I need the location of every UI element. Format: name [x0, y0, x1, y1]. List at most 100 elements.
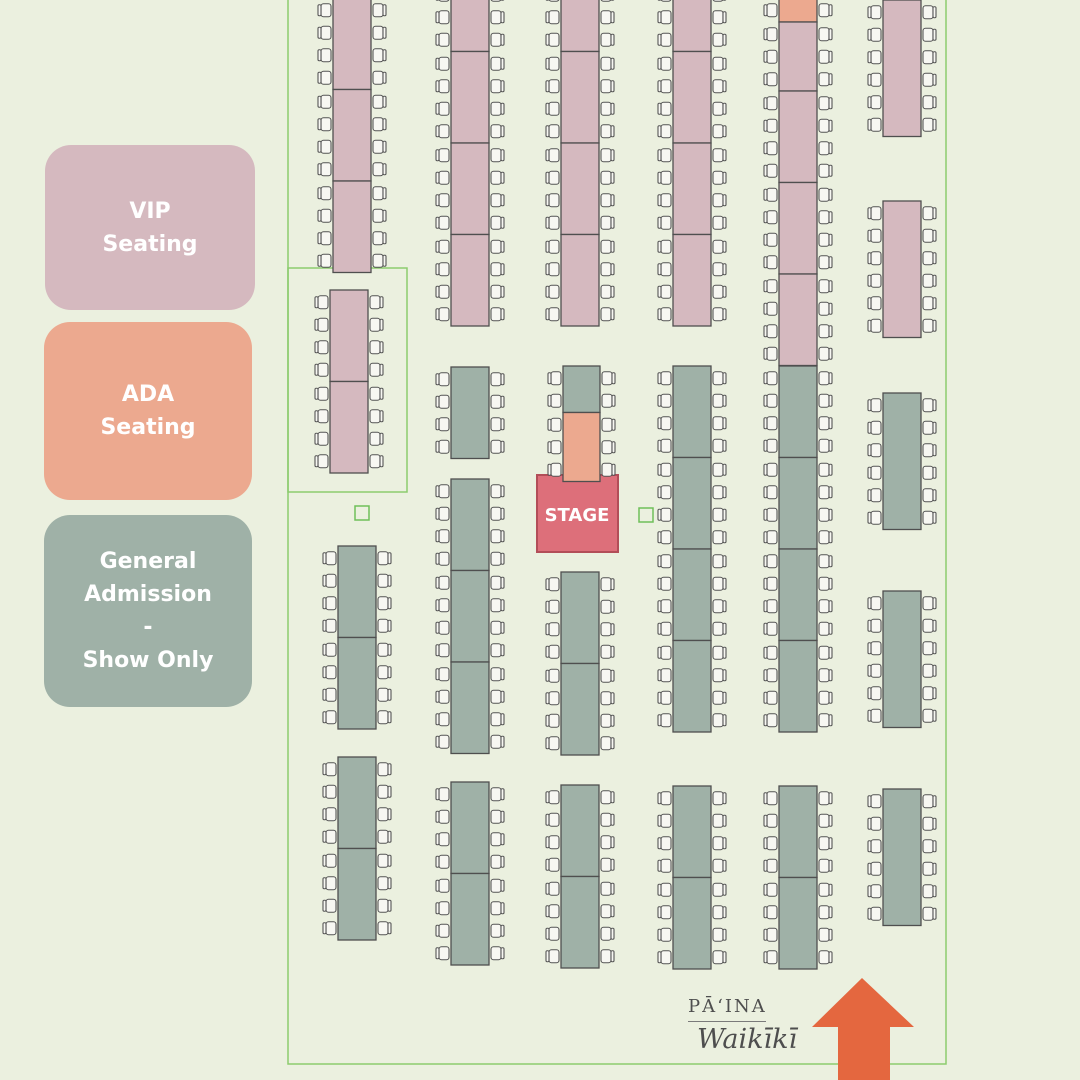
chair-icon — [600, 644, 615, 659]
chair-icon — [322, 687, 337, 702]
chair-icon — [490, 79, 505, 94]
chair-icon — [600, 949, 615, 964]
chair-back — [657, 714, 662, 727]
chair-back — [657, 600, 662, 613]
chair-icon — [763, 232, 778, 247]
chair-icon — [867, 273, 882, 288]
table-vip — [332, 88, 372, 182]
chair-icon — [435, 0, 450, 2]
chair-back — [435, 240, 440, 253]
chair-back — [435, 713, 440, 726]
chair-back — [500, 924, 505, 937]
chair-icon — [369, 431, 384, 446]
chair-icon — [600, 215, 615, 230]
chair-icon — [818, 645, 833, 660]
chair-back — [828, 4, 833, 17]
chair-back — [500, 788, 505, 801]
chair-seat — [548, 193, 560, 208]
chair-seat — [438, 529, 450, 544]
chair-icon — [818, 346, 833, 361]
chair-back — [435, 285, 440, 298]
chair-icon — [600, 790, 615, 805]
chair-back — [547, 394, 552, 407]
chair-icon — [712, 554, 727, 569]
chair-seat — [712, 485, 724, 500]
chair-icon — [435, 56, 450, 71]
table-vip — [778, 90, 818, 184]
table-group-col6-e — [867, 788, 937, 927]
chair-seat — [660, 950, 672, 965]
legend-general-line-1: General — [99, 549, 197, 574]
chair-seat — [818, 645, 830, 660]
chair-back — [763, 837, 768, 850]
chair-icon — [435, 439, 450, 454]
chair-icon — [377, 921, 392, 936]
chair-back — [382, 118, 387, 131]
chair-icon — [763, 485, 778, 500]
chair-seat — [320, 186, 332, 201]
chair-back — [828, 906, 833, 919]
chair-back — [722, 486, 727, 499]
chair-seat — [325, 665, 337, 680]
chair-back — [932, 642, 937, 655]
chair-back — [657, 646, 662, 659]
chair-seat — [490, 124, 502, 139]
chair-back — [932, 619, 937, 632]
chair-back — [500, 125, 505, 138]
chair-icon — [818, 530, 833, 545]
chair-seat — [660, 32, 672, 47]
chair-icon — [377, 596, 392, 611]
table-ada — [562, 411, 601, 483]
chair-seat — [766, 836, 778, 851]
table-general — [778, 785, 818, 879]
chair-back — [722, 102, 727, 115]
chair-icon — [490, 10, 505, 25]
chair-back — [722, 394, 727, 407]
legend-ada-line-2: Seating — [100, 415, 196, 440]
chair-seat — [317, 295, 329, 310]
chair-icon — [867, 296, 882, 311]
chair-seat — [490, 712, 502, 727]
chair-icon — [317, 186, 332, 201]
chair-back — [382, 4, 387, 17]
chair-seat — [372, 139, 384, 154]
chair-icon — [490, 787, 505, 802]
chair-icon — [712, 836, 727, 851]
chair-back — [828, 555, 833, 568]
chair-back — [763, 28, 768, 41]
chair-back — [657, 263, 662, 276]
chair-seat — [870, 117, 882, 132]
chair-seat — [377, 573, 389, 588]
chair-icon — [763, 49, 778, 64]
chair-back — [500, 149, 505, 162]
chair-back — [763, 928, 768, 941]
chair-back — [314, 363, 319, 376]
chair-seat — [712, 239, 724, 254]
chair-seat — [922, 861, 934, 876]
chair-back — [610, 645, 615, 658]
chair-icon — [322, 853, 337, 868]
chair-icon — [545, 239, 560, 254]
legend-vip-line-1: VIP — [129, 198, 171, 224]
chair-icon — [490, 417, 505, 432]
chair-seat — [372, 231, 384, 246]
chair-seat — [766, 713, 778, 728]
chair-seat — [870, 861, 882, 876]
chair-icon — [600, 307, 615, 322]
chair-icon — [490, 809, 505, 824]
chair-icon — [712, 813, 727, 828]
table-general — [778, 876, 818, 970]
chair-icon — [763, 438, 778, 453]
chair-seat — [438, 506, 450, 521]
chair-icon — [545, 599, 560, 614]
chair-back — [657, 11, 662, 24]
chair-seat — [766, 416, 778, 431]
chair-seat — [600, 0, 612, 2]
chair-seat — [490, 56, 502, 71]
chair-back — [610, 950, 615, 963]
chair-seat — [438, 439, 450, 454]
chair-icon — [435, 79, 450, 94]
chair-icon — [435, 598, 450, 613]
chair-back — [500, 171, 505, 184]
chair-back — [763, 600, 768, 613]
